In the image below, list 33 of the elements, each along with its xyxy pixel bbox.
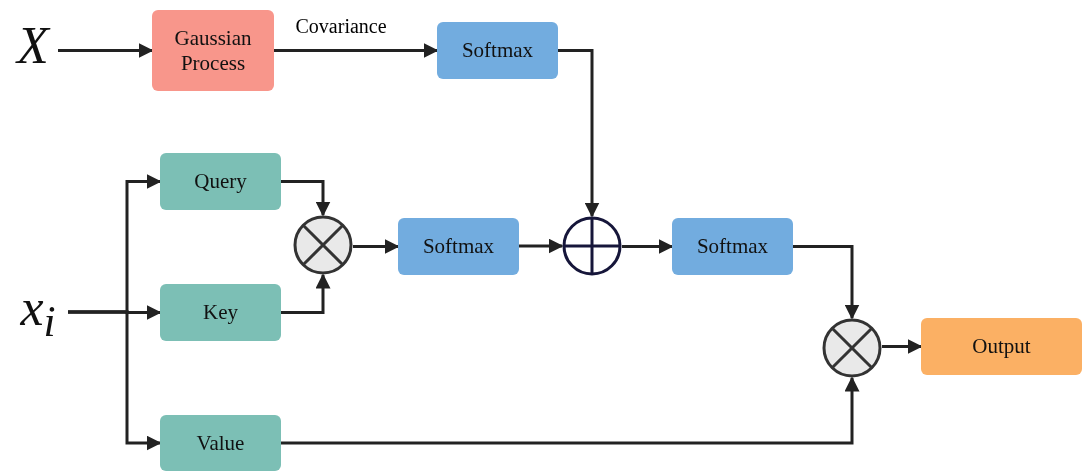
arrow xyxy=(519,238,564,254)
box-label: Value xyxy=(196,430,245,456)
box-label: Query xyxy=(194,169,247,194)
process-box xyxy=(398,218,519,275)
box-label: Softmax xyxy=(461,38,534,63)
process-box xyxy=(160,415,281,471)
input-variable: X xyxy=(17,15,49,75)
operator-circle xyxy=(293,215,353,275)
arrow xyxy=(882,339,923,354)
arrow xyxy=(281,273,331,314)
arrow xyxy=(558,49,600,218)
operator-circle xyxy=(562,216,622,276)
process-box xyxy=(160,153,281,210)
operator-circle xyxy=(822,318,882,378)
process-box xyxy=(437,22,558,79)
process-box xyxy=(160,284,281,341)
box-label: Gaussian Process xyxy=(173,26,253,75)
box-label: Softmax xyxy=(696,234,769,259)
process-box xyxy=(672,218,793,275)
arrow xyxy=(281,180,331,217)
box-label: Output xyxy=(972,334,1031,359)
input-variable: x$_{i}$ xyxy=(20,277,56,347)
arrow xyxy=(274,43,439,58)
arrow xyxy=(622,239,674,254)
arrow xyxy=(281,376,860,445)
box-label: Key xyxy=(203,300,238,325)
arrow xyxy=(68,310,162,451)
arrow xyxy=(353,239,400,254)
box-label: Softmax xyxy=(422,234,495,259)
process-box xyxy=(152,10,274,91)
process-box xyxy=(921,318,1082,375)
arrow xyxy=(793,245,860,320)
arrow xyxy=(58,43,154,58)
